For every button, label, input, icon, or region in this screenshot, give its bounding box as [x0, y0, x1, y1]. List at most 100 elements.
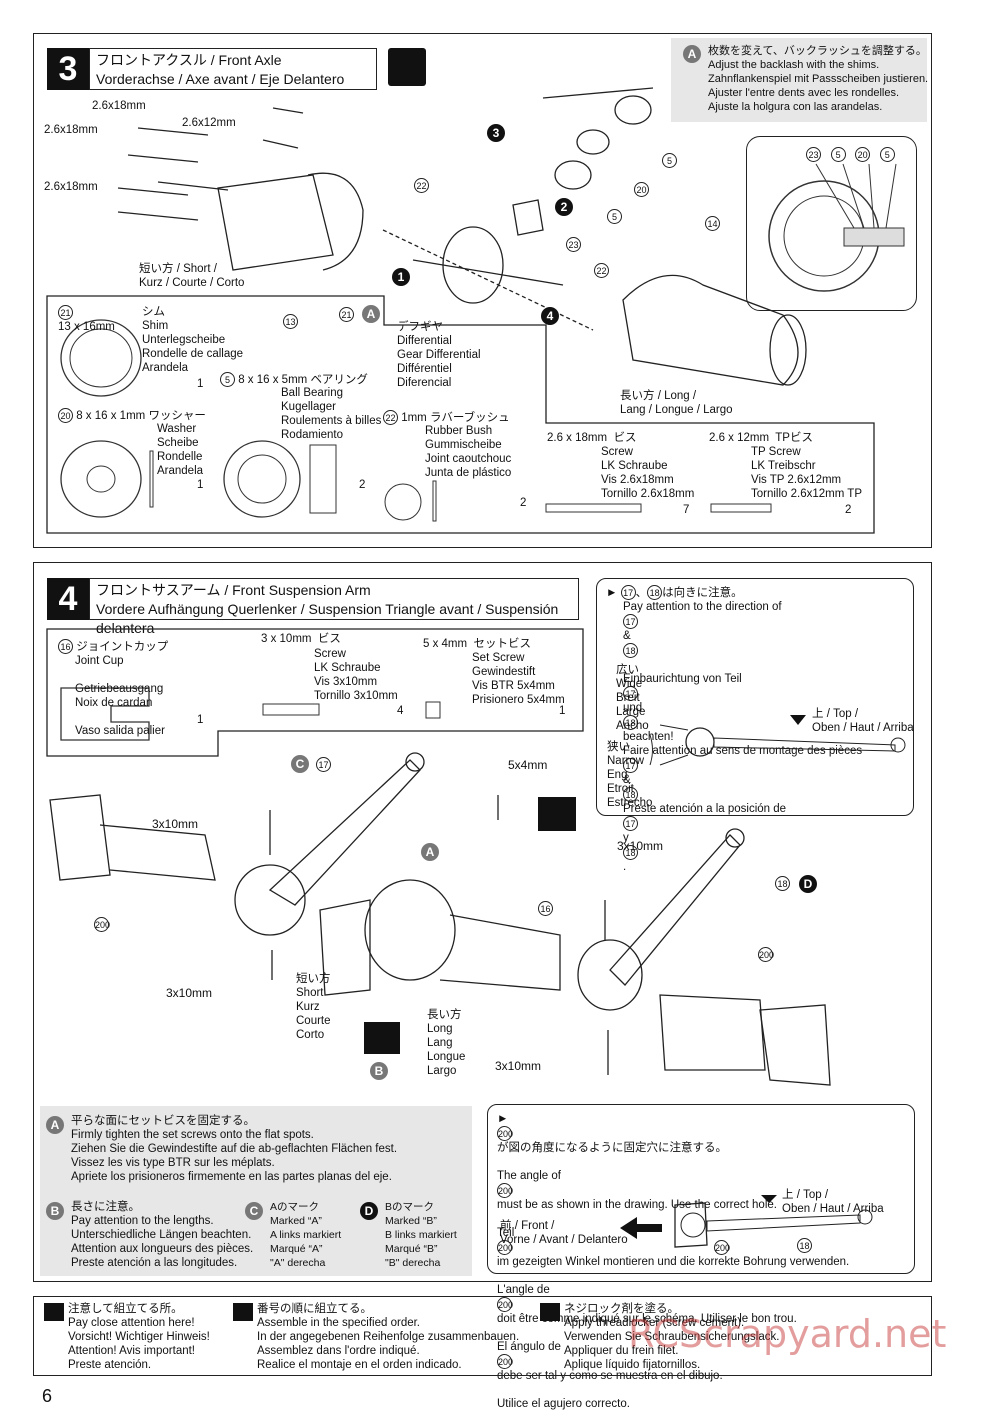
note-200-box	[487, 1104, 915, 1274]
order-mark-2: 2	[555, 198, 573, 216]
label-3x10mm-4: 3x10mm	[495, 1059, 542, 1073]
callout-22a: 22	[414, 178, 429, 193]
callout-23: 23	[566, 237, 581, 252]
step4-frame	[33, 562, 932, 1282]
step4-title-jp: フロントサスアーム / Front Suspension Arm	[96, 582, 371, 598]
callout-200a: 200	[94, 917, 110, 932]
note-a-icon: A	[46, 1116, 64, 1134]
part-22-qty: 2	[520, 497, 527, 509]
part-16-qty: 1	[197, 714, 204, 726]
step3-note-a-text: 枚数を変えて、バックラッシュを調整する。Adjust the backlash …	[708, 45, 929, 113]
legend-lock: ネジロック剤を塗る。Apply threadlocker (screw ceme…	[564, 1303, 780, 1371]
threadlock-legend-icon	[540, 1303, 560, 1321]
front-label: 前 / Front /Vorne / Avant / Delantero	[500, 1220, 628, 1246]
note-b: 長さに注意。Pay attention to the lengths.Unter…	[71, 1201, 254, 1269]
part-22-size: 22 1mm ラバーブッシュ	[383, 410, 510, 425]
order-mark-4: 4	[541, 307, 559, 325]
label-3x10mm-2: 3x10mm	[617, 839, 664, 853]
page-number: 6	[42, 1386, 53, 1406]
step3-title: フロントアクスル / Front Axle Vorderachse / Axe …	[89, 48, 377, 90]
part-21: 21 13 x 16mm	[58, 305, 115, 334]
angle-drawing	[620, 1195, 873, 1248]
callout-18b: 18	[797, 1238, 812, 1253]
step3-frame	[33, 33, 932, 548]
note-a: 平らな面にセットビスを固定する。Firmly tighten the set s…	[71, 1115, 398, 1183]
step4-title-multi: Vordere Aufhängung Querlenker / Suspensi…	[96, 601, 559, 636]
callout-200c: 200	[714, 1240, 730, 1255]
tpscrew-size: 2.6 x 12mm TPビス	[709, 432, 813, 444]
step4-title: フロントサスアーム / Front Suspension Arm Vordere…	[89, 578, 579, 636]
callout-21: 21	[339, 307, 354, 322]
note-b-icon: B	[46, 1202, 64, 1220]
step4-parts-frame	[46, 628, 584, 757]
screw-qty: 7	[683, 504, 690, 516]
marker-b: B	[370, 1062, 388, 1080]
step3-title-jp: フロントアクスル / Front Axle	[96, 52, 282, 68]
top-label: 上 / Top /Oben / Haut / Arriba	[812, 708, 914, 734]
part-5-qty: 2	[359, 479, 366, 491]
direction-note-text: Pay attention to the direction of 17 & 1…	[623, 601, 863, 873]
callout-18: 18	[775, 876, 790, 891]
legend-frame	[33, 1296, 932, 1376]
part-5-size: 5 8 x 16 x 5mm ベアリング	[220, 372, 368, 387]
callout-14: 14	[705, 216, 720, 231]
note-a-marker: A	[683, 45, 701, 63]
callout-5b: 5	[607, 209, 622, 224]
step4-number: 4	[47, 578, 89, 620]
part-20-qty: 1	[197, 479, 204, 491]
order-mark-1: 1	[392, 268, 410, 286]
order-legend-icon	[233, 1303, 253, 1321]
screw-size: 2.6 x 18mm ビス	[547, 432, 637, 444]
screw-label-1: 2.6x18mm	[92, 100, 146, 112]
caution-hand-icon	[364, 1022, 400, 1054]
setscrew-qty: 1	[559, 705, 566, 717]
callout-a-marker: A	[362, 305, 380, 323]
callout-22b: 22	[594, 263, 609, 278]
top-label-2: 上 / Top /Oben / Haut / Arriba	[782, 1189, 884, 1215]
part-21-qty: 1	[197, 378, 204, 390]
callout-200b: 200	[758, 947, 774, 962]
caution-icon	[44, 1303, 64, 1321]
tpscrew-qty: 2	[845, 504, 852, 516]
legend-order: 番号の順に組立てる。Assemble in the specified orde…	[257, 1303, 520, 1371]
part-20-size: 20 8 x 16 x 1mm ワッシャー	[58, 408, 206, 423]
arm-direction-drawing	[649, 715, 906, 766]
watermark: RCScrapyard.net	[628, 1312, 947, 1356]
callout-16: 16	[538, 901, 553, 916]
order-icon	[388, 48, 426, 86]
marker-a: A	[421, 843, 439, 861]
note-d-icon: D	[360, 1202, 378, 1220]
s4-screw-qty: 4	[397, 705, 404, 717]
part-16-head: 16 ジョイントカップ	[58, 639, 168, 654]
note-c-icon: C	[245, 1202, 263, 1220]
order-mark-3: 3	[487, 124, 505, 142]
legend-caution: 注意して組立てる所。Pay close attention here!Vorsi…	[68, 1303, 210, 1371]
screw-label-3: 2.6x18mm	[44, 124, 98, 136]
marker-d: D	[799, 875, 817, 893]
gearbox-inset	[746, 136, 917, 311]
screw-label-4: 2.6x18mm	[44, 181, 98, 193]
long-label: 長い方 / Long /Lang / Longue / Largo	[620, 390, 733, 416]
step3-number: 3	[47, 48, 89, 90]
inset-callouts: 23 5 20 5	[806, 147, 895, 162]
marker-c: C	[291, 755, 309, 773]
callout-13: 13	[283, 314, 298, 329]
